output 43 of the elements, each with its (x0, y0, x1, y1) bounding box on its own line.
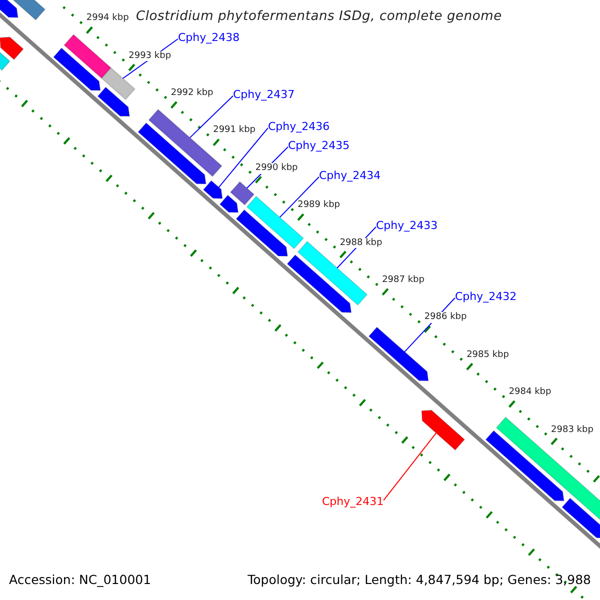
leader-line (279, 176, 320, 218)
gene-block (219, 194, 239, 213)
scale-label: 2994 kbp (85, 13, 130, 24)
gene-label: Cphy_2436 (268, 120, 330, 134)
gene-block (368, 326, 429, 382)
gene-block (562, 498, 600, 538)
gene-block (52, 47, 101, 91)
gene-bar (100, 67, 136, 100)
scale-label: 2993 kbp (128, 50, 172, 62)
scale-label: 2991 kbp (212, 125, 257, 136)
scale-label: 2986 kbp (423, 312, 468, 324)
scale-label: 2985 kbp (466, 350, 510, 361)
gene-label: Cphy_2435 (288, 139, 350, 152)
gene-block (97, 86, 130, 117)
scale-label: 2983 kbp (550, 424, 594, 436)
scale-label: 2990 kbp (254, 162, 299, 174)
scale-label: 2984 kbp (508, 387, 552, 398)
gene-bar (230, 181, 255, 206)
gene-label: Cphy_2437 (233, 88, 295, 102)
gene-block (236, 209, 288, 257)
footer-text: Topology: circular; Length: 4,847,594 bp; Genes: 3,988 (248, 572, 591, 587)
gene-label: Cphy_2438 (178, 31, 240, 44)
scale-label: 2987 kbp (381, 275, 426, 286)
leader-line (189, 95, 234, 138)
gene-label: Cphy_2433 (376, 219, 438, 232)
scale-label: 2992 kbp (170, 88, 214, 99)
footer-text: Accession: NC_010001 (9, 572, 152, 587)
gene-block (138, 122, 206, 184)
gene-block (0, 36, 24, 60)
scale-label: 2989 kbp (296, 200, 341, 212)
title: Clostridium phytofermentans ISDg, complete genome (136, 9, 502, 25)
gene-block (286, 254, 352, 314)
gene-block (202, 180, 223, 200)
scale-label: 2988 kbp (338, 238, 384, 248)
gene-label: Cphy_2431 (322, 495, 384, 508)
gene-label: Cphy_2432 (455, 290, 517, 304)
leader-line (218, 127, 268, 188)
leader-line (383, 432, 437, 501)
gene-bar (12, 0, 46, 21)
gene-block (421, 410, 466, 451)
gene-bar (64, 34, 112, 79)
gene-label: Cphy_2434 (319, 169, 381, 182)
gene-block (0, 0, 18, 18)
